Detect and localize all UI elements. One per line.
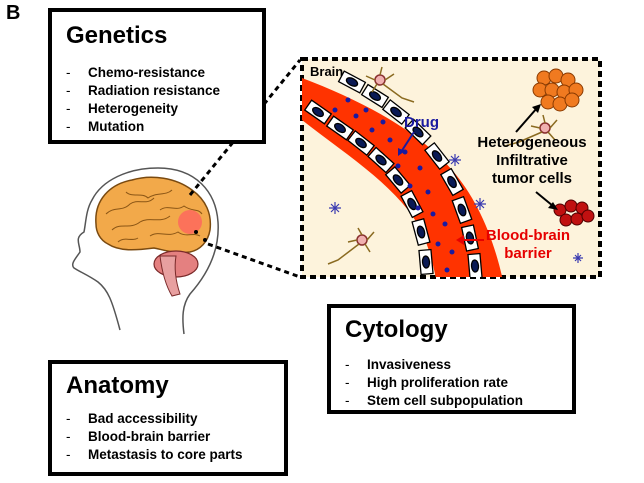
head-outline — [71, 167, 219, 335]
list-item: -Metastasis to core parts — [66, 447, 243, 462]
neuron-cells — [327, 66, 558, 265]
list-item: -Chemo-resistance — [66, 65, 206, 80]
anatomy-title: Anatomy — [66, 372, 169, 399]
list-item: -Blood-brain barrier — [66, 429, 211, 444]
glial-cells — [329, 154, 583, 263]
list-item: -High proliferation rate — [345, 375, 509, 390]
panel-label: B — [6, 2, 21, 24]
genetics-box: Genetics -Chemo-resistance -Radiation re… — [48, 8, 266, 144]
tumor-cluster-red — [553, 199, 595, 227]
drug-pointer — [400, 131, 415, 153]
inset-region-label: Brain — [310, 64, 343, 79]
list-item: -Mutation — [66, 119, 145, 134]
tumor-cluster-orange — [532, 68, 584, 112]
cytology-title: Cytology — [345, 316, 448, 343]
barrier-label-line1: Blood-brain — [486, 227, 570, 244]
drug-label: Drug — [404, 114, 439, 131]
list-item: -Stem cell subpopulation — [345, 393, 524, 408]
cytology-box: Cytology -Invasiveness -High proliferati… — [327, 304, 576, 414]
barrier-label-line2: barrier — [504, 245, 552, 262]
anatomy-box: Anatomy -Bad accessibility -Blood-brain … — [48, 360, 288, 476]
tumor-label-line2: Infiltrative — [496, 152, 568, 169]
barrier-cells — [303, 70, 483, 277]
cytology-list: -Invasiveness -High proliferation rate -… — [345, 356, 558, 410]
anatomy-list: -Bad accessibility -Blood-brain barrier … — [66, 410, 270, 464]
connector-genetics — [188, 59, 302, 196]
tumor-arrow-up — [515, 107, 538, 133]
list-item: -Radiation resistance — [66, 83, 221, 98]
drug-particles — [332, 97, 455, 273]
genetics-title: Genetics — [66, 22, 168, 49]
tumor-label-line1: Heterogeneous — [477, 134, 586, 151]
tumor-arrow-down — [535, 191, 554, 207]
brainstem — [159, 255, 181, 297]
cerebellum — [153, 250, 199, 278]
connector-inset — [207, 242, 301, 279]
list-item: -Invasiveness — [345, 357, 452, 372]
brain-gyri — [105, 189, 203, 243]
list-item: -Bad accessibility — [66, 411, 198, 426]
tumor-label-line3: tumor cells — [492, 170, 572, 187]
genetics-list: -Chemo-resistance -Radiation resistance … — [66, 64, 248, 136]
list-item: -Heterogeneity — [66, 101, 179, 116]
tumor-glow — [178, 210, 202, 234]
